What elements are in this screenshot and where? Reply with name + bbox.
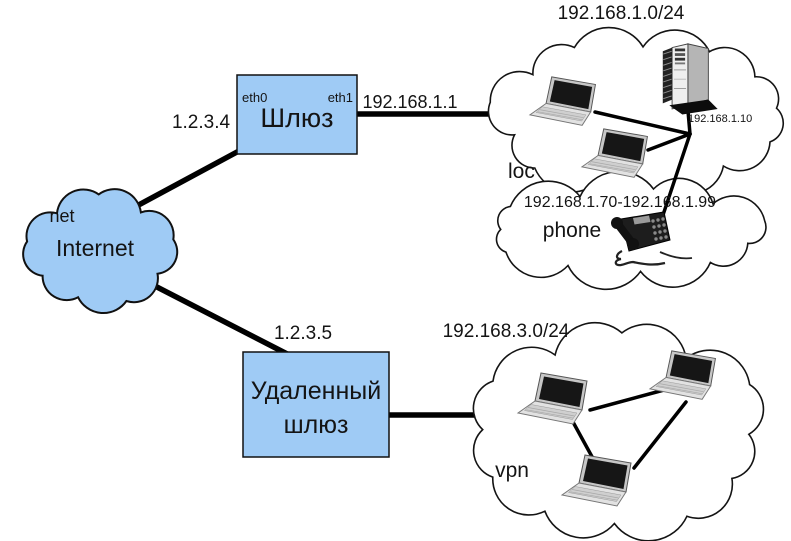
loc-tag-label: loc	[508, 160, 535, 183]
gateway-node	[236, 74, 358, 155]
internet-cloud	[22, 188, 179, 314]
server-ip-label: 192.168.1.10	[688, 113, 752, 125]
link-internet-gateway	[117, 142, 253, 218]
link-vpn-a-b	[588, 388, 666, 412]
gateway-eth0-label: eth0	[242, 90, 267, 105]
vpn-cloud	[472, 322, 765, 541]
internet-label: Internet	[56, 235, 135, 261]
vpn-tag-label: vpn	[495, 459, 529, 482]
remote-gateway-wan-ip-label: 1.2.3.5	[274, 323, 332, 344]
gateway-lan-ip-label: 192.168.1.1	[362, 92, 457, 112]
link-server-hub	[686, 109, 692, 136]
phone-tag-label: phone	[543, 219, 601, 242]
gateway-label: Шлюз	[260, 103, 333, 133]
internet-tag-label: net	[49, 206, 74, 226]
phone-range-label: 192.168.1.70-192.168.1.99	[524, 194, 716, 211]
loc-subnet-label: 192.168.1.0/24	[558, 3, 685, 24]
remote-gateway-label-line1: Удаленный	[251, 377, 381, 405]
link-laptop1-hub	[593, 110, 692, 136]
remote-gateway-node	[242, 351, 390, 458]
link-vpn-b-c	[632, 400, 688, 470]
gateway-wan-ip-label: 1.2.3.4	[172, 112, 231, 133]
lan-links	[571, 109, 692, 470]
remote-gateway-label-line2: шлюз	[284, 411, 349, 439]
vpn-subnet-label: 192.168.3.0/24	[443, 321, 570, 342]
link-laptop2-hub	[646, 132, 692, 152]
gateway-eth1-label: eth1	[328, 90, 353, 105]
